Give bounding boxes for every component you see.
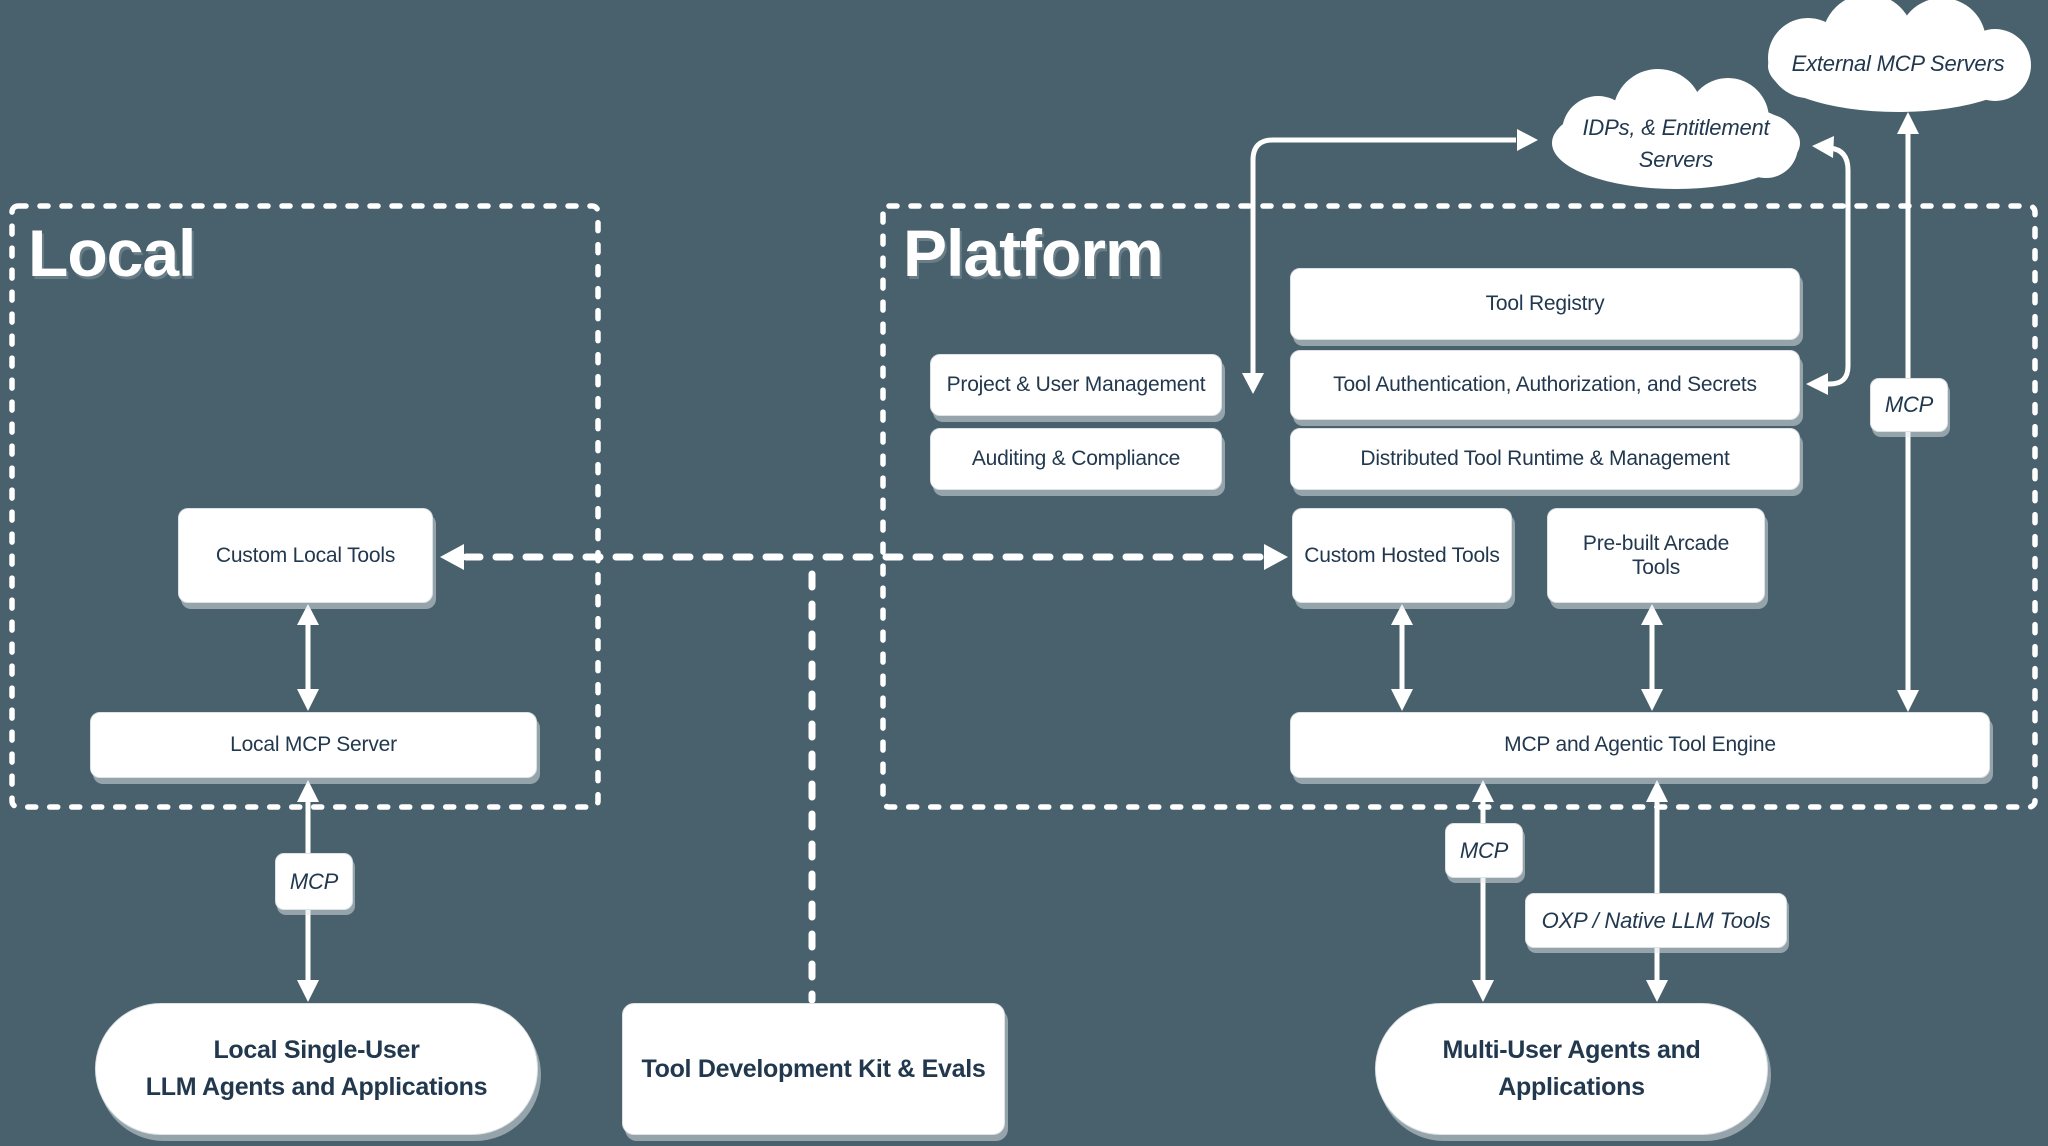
platform-section-title: Platform [903,216,1164,290]
node-auditing-compliance: Auditing & Compliance [930,428,1222,490]
node-auditing-compliance-label: Auditing & Compliance [971,447,1181,470]
node-local-mcp-server-label: Local MCP Server [230,733,397,756]
node-local-agents-line2: LLM Agents and Applications [145,1073,488,1101]
node-tool-authentication: Tool Authentication, Authorization, and … [1290,350,1800,420]
node-tool-registry: Tool Registry [1290,268,1800,340]
dashed-tools-connector [462,553,1266,1004]
edge-label-mcp-local: MCP [275,853,353,910]
node-multi-user-agents: Multi-User Agents and Applications [1375,1003,1768,1135]
edge-label-oxp-text: OXP / Native LLM Tools [1541,907,1771,933]
dashed-arrowhead-left [440,544,464,570]
node-custom-local-tools: Custom Local Tools [178,508,433,603]
edge-label-mcp-external-text: MCP [1884,392,1934,417]
node-local-agents-line1: Local Single-User [213,1035,420,1064]
edge-label-mcp-engine: MCP [1445,823,1523,878]
node-tool-authentication-label: Tool Authentication, Authorization, and … [1333,373,1757,396]
node-project-user-management-label: Project & User Management [946,373,1206,396]
node-multi-user-agents-line1: Multi-User Agents and [1442,1035,1701,1064]
node-multi-user-agents-label: Multi-User Agents and Applications [1442,1032,1700,1107]
node-custom-hosted-tools-label: Custom Hosted Tools [1304,543,1500,567]
idps-cloud-label-line1: IDPs, & Entitlement [1582,115,1770,140]
node-local-agents: Local Single-User LLM Agents and Applica… [95,1003,538,1135]
node-prebuilt-arcade-tools-label: Pre-built Arcade Tools [1582,531,1730,579]
edge-label-mcp-local-text: MCP [289,868,339,894]
local-section-title: Local [28,216,196,290]
idps-cloud-label: IDPs, & Entitlement Servers [1556,112,1796,176]
node-project-user-management: Project & User Management [930,354,1222,416]
node-distributed-runtime-label: Distributed Tool Runtime & Management [1360,447,1730,470]
node-multi-user-agents-line2: Applications [1498,1073,1645,1101]
node-mcp-agentic-tool-engine: MCP and Agentic Tool Engine [1290,712,1990,778]
idps-cloud-label-line2: Servers [1638,146,1714,172]
node-tool-development-kit-label: Tool Development Kit & Evals [641,1054,986,1083]
node-distributed-runtime: Distributed Tool Runtime & Management [1290,428,1800,490]
node-tool-development-kit: Tool Development Kit & Evals [622,1003,1005,1135]
node-local-mcp-server: Local MCP Server [90,712,537,778]
dashed-arrowhead-right [1264,544,1288,570]
node-custom-local-tools-label: Custom Local Tools [215,543,396,567]
node-mcp-agentic-tool-engine-label: MCP and Agentic Tool Engine [1504,733,1776,756]
edge-label-mcp-engine-text: MCP [1459,837,1509,863]
node-tool-registry-label: Tool Registry [1485,292,1605,315]
node-local-agents-label: Local Single-User LLM Agents and Applica… [145,1032,488,1107]
node-prebuilt-arcade-tools: Pre-built Arcade Tools [1547,508,1765,603]
external-mcp-cloud-label: External MCP Servers [1791,51,2005,76]
node-custom-hosted-tools: Custom Hosted Tools [1292,508,1512,603]
edge-label-mcp-external: MCP [1870,378,1948,432]
edge-label-oxp: OXP / Native LLM Tools [1525,893,1787,948]
